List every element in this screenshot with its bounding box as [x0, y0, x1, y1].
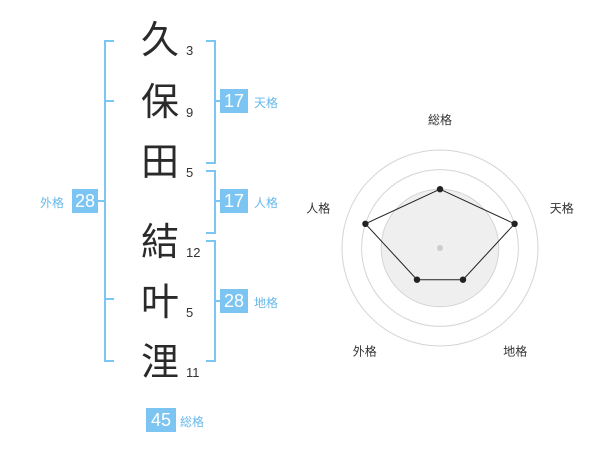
gaikaku-label: 外格	[40, 196, 65, 210]
name-char-4: 結	[140, 220, 179, 264]
radar-grid	[341, 149, 539, 347]
radar-point-2	[459, 276, 467, 283]
jinkaku-connector	[214, 200, 220, 202]
radar-ring-4	[361, 169, 519, 327]
jinkaku-label: 人格	[254, 196, 279, 210]
radar-ring-5	[341, 149, 539, 347]
radar-axis-label-0: 総格	[428, 112, 452, 127]
radar-point-1	[511, 220, 518, 227]
tenkaku-connector	[214, 100, 220, 102]
name-char-6: 浬	[140, 340, 179, 384]
stroke-count-5: 5	[186, 305, 194, 320]
name-char-1: 久	[140, 18, 179, 62]
tenkaku-value: 17	[220, 89, 248, 113]
radar-axis-label-4: 人格	[306, 200, 330, 215]
name-char-3: 田	[140, 140, 179, 184]
gaikaku-tick-5	[104, 298, 114, 300]
radar-points	[362, 186, 518, 283]
jinkaku-bracket	[206, 170, 216, 234]
soukaku-label: 総格	[180, 415, 205, 429]
radar-point-4	[362, 220, 369, 227]
gaikaku-bracket	[104, 40, 114, 362]
stroke-count-4: 12	[186, 245, 201, 260]
gaikaku-value: 28	[72, 189, 98, 213]
stroke-count-2: 9	[186, 105, 194, 120]
stroke-count-6: 11	[186, 365, 200, 380]
chikaku-connector	[214, 300, 220, 302]
radar-axis-label-2: 地格	[503, 344, 527, 359]
radar-axis-label-3: 外格	[353, 344, 377, 359]
soukaku-value: 45	[146, 408, 176, 432]
chikaku-label: 地格	[254, 296, 279, 310]
radar-axis-label-1: 天格	[550, 200, 574, 215]
stroke-count-1: 3	[186, 43, 194, 58]
radar-center	[437, 245, 443, 251]
chikaku-value: 28	[220, 289, 248, 313]
name-char-5: 叶	[140, 280, 179, 324]
gaikaku-tick-2	[104, 100, 114, 102]
tenkaku-label: 天格	[254, 96, 279, 110]
gaikaku-connector	[96, 200, 104, 202]
radar-point-3	[413, 276, 421, 283]
name-char-2: 保	[140, 80, 179, 124]
radar-area	[364, 188, 516, 281]
tenkaku-bracket	[206, 40, 216, 164]
radar-point-0	[436, 186, 444, 193]
jinkaku-value: 17	[220, 189, 248, 213]
stroke-count-3: 5	[186, 165, 194, 180]
